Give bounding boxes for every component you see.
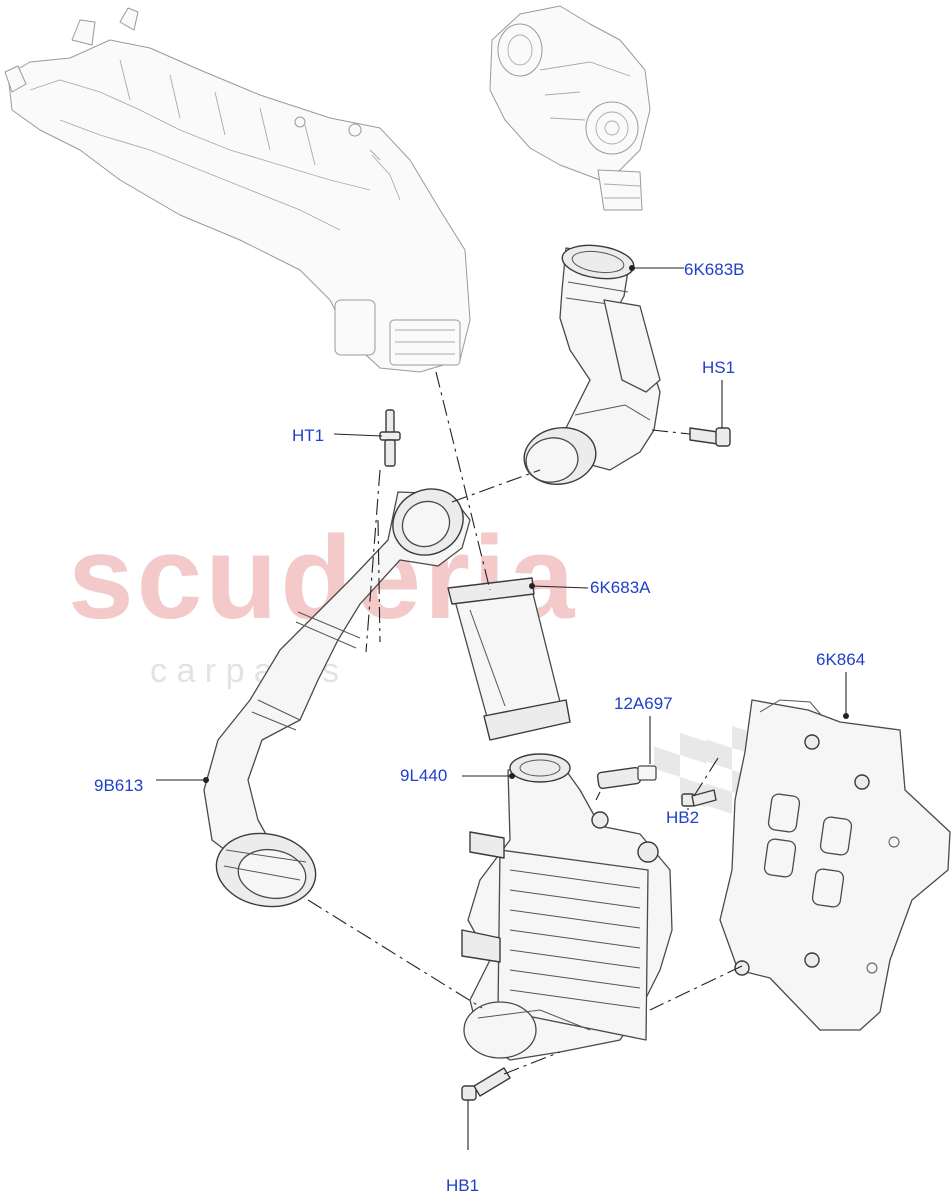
callout-6k683b[interactable]: 6K683B bbox=[684, 260, 745, 279]
bolt-hb2 bbox=[681, 789, 717, 807]
bolt-hb1 bbox=[461, 1067, 511, 1101]
callout-12a697[interactable]: 12A697 bbox=[614, 694, 673, 713]
callout-6k864[interactable]: 6K864 bbox=[816, 650, 866, 669]
callout-hb1[interactable]: HB1 bbox=[446, 1176, 480, 1195]
turbocharger bbox=[489, 5, 651, 211]
assembly-lines bbox=[307, 371, 743, 1075]
stud-ht1 bbox=[379, 409, 401, 467]
middle-hose bbox=[447, 577, 571, 741]
callout-hb2[interactable]: HB2 bbox=[666, 808, 700, 827]
sensor-12a697 bbox=[596, 765, 657, 790]
callout-hs1[interactable]: HS1 bbox=[702, 358, 736, 377]
callout-ht1[interactable]: HT1 bbox=[292, 426, 325, 445]
callout-9b613[interactable]: 9B613 bbox=[94, 776, 144, 795]
lower-left-intercooler-pipe bbox=[203, 488, 471, 908]
callout-9l440[interactable]: 9L440 bbox=[400, 766, 448, 785]
heat-shield bbox=[719, 699, 951, 1031]
callout-6k683a[interactable]: 6K683A bbox=[590, 578, 651, 597]
leader-lines bbox=[156, 265, 849, 1150]
upper-intercooler-pipe bbox=[523, 244, 661, 485]
charge-air-cooler bbox=[461, 753, 673, 1061]
intake-manifold bbox=[4, 7, 471, 373]
bolt-hs1 bbox=[689, 427, 731, 447]
